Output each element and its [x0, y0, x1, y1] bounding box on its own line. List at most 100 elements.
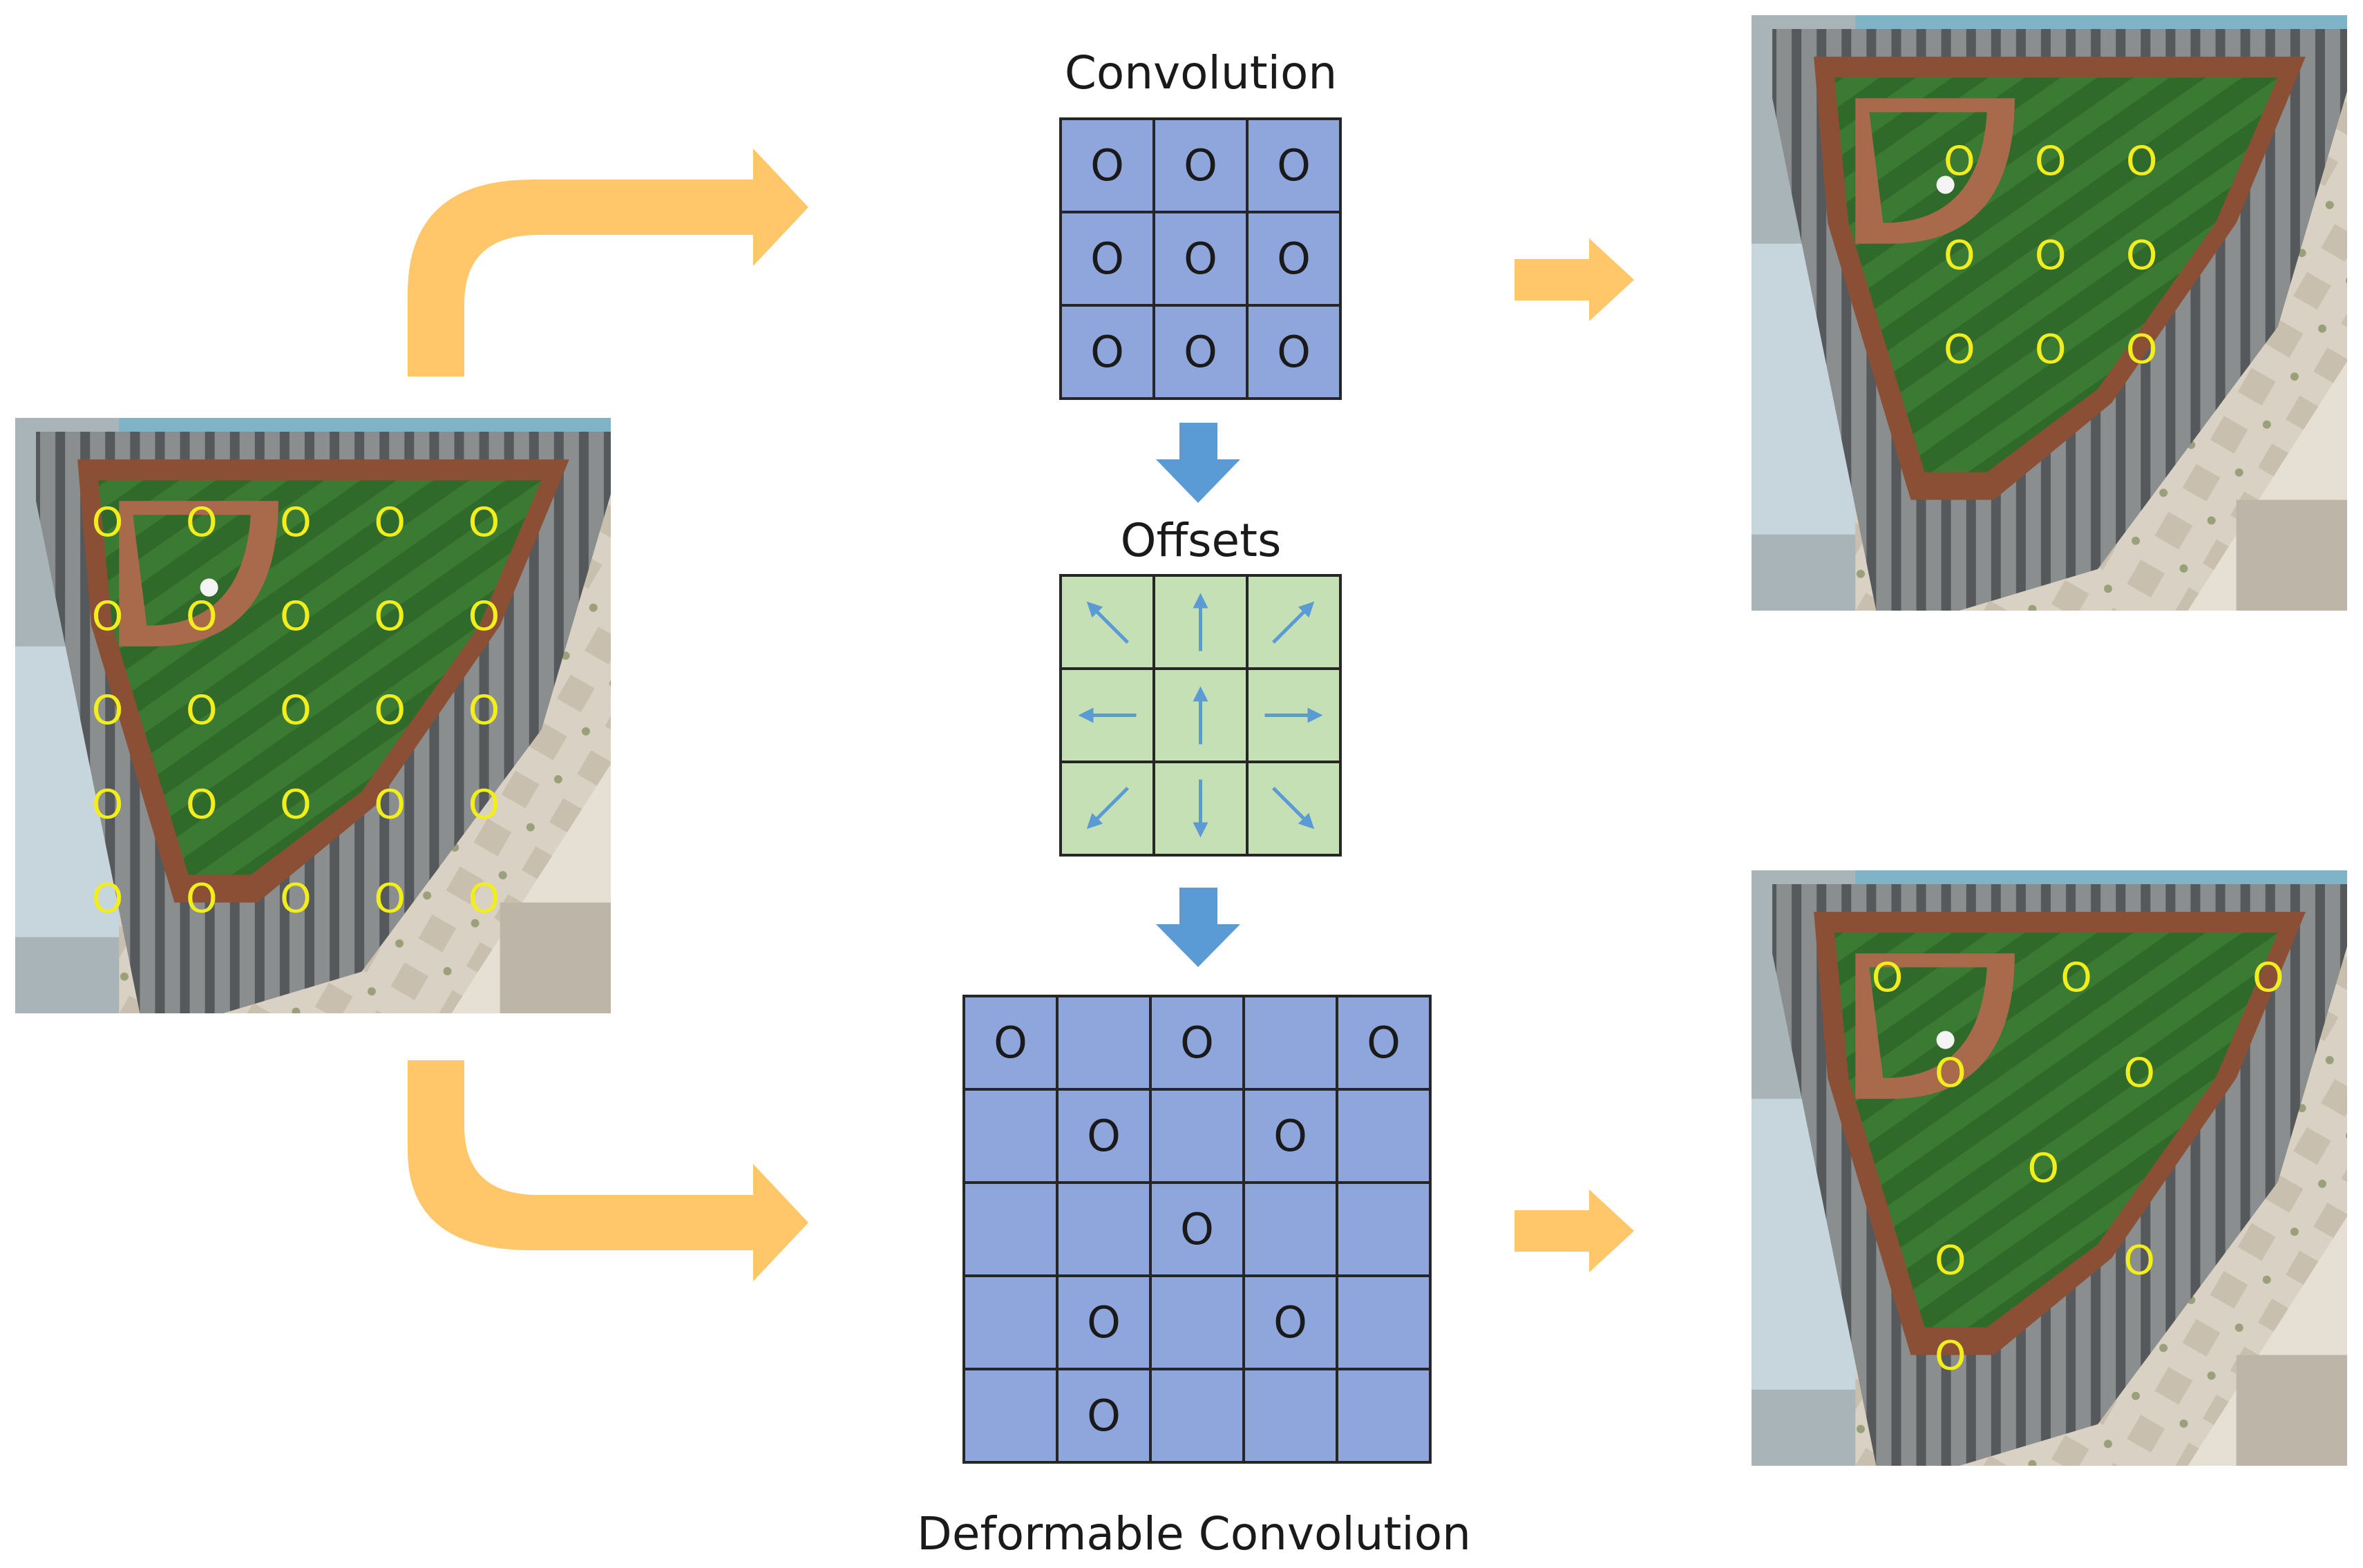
deform-marker-r2-c2: O — [1180, 1204, 1214, 1254]
offset-arrow-r1-c2 — [1264, 707, 1323, 723]
conv-marker-r1-c1: O — [1184, 233, 1217, 284]
img-input-marks-marker-4: O — [468, 499, 500, 546]
deform-cell-r2-c0 — [962, 1181, 1059, 1277]
conv-marker-r2-c0: O — [1090, 327, 1124, 377]
offset-arrow-r1-c0 — [1078, 707, 1137, 723]
conv-marker-r2-c1: O — [1184, 327, 1217, 377]
deform-marker-r1-c1: O — [1087, 1111, 1121, 1161]
deform-cell-r3-c3 — [1242, 1274, 1338, 1370]
offset-arrow-r2-c2 — [1272, 787, 1315, 830]
img-input-marks-marker-22: O — [280, 875, 312, 922]
img-input-marks-marker-5: O — [92, 593, 124, 640]
img-input-marks-marker-17: O — [280, 781, 312, 828]
img-deform-marks-marker-2: O — [2252, 954, 2284, 1001]
img-input-marks-marker-20: O — [92, 875, 124, 922]
deform-cell-r0-c3 — [1242, 995, 1338, 1091]
offset-arrow-r2-c0 — [1086, 787, 1129, 830]
offsets-grid — [1059, 574, 1342, 857]
img-input-marks-marker-15: O — [92, 781, 124, 828]
conv-marker-r1-c0: O — [1090, 233, 1124, 284]
deform-cell-r1-c4 — [1336, 1088, 1432, 1184]
down-arrow-to-offsets — [1156, 423, 1240, 503]
img-input-marks-marker-9: O — [468, 593, 500, 640]
conv-cell-r2-c2 — [1246, 304, 1342, 400]
deform-cell-r1-c2 — [1149, 1088, 1245, 1184]
offset-arrow-r0-c0 — [1086, 601, 1129, 644]
img-deform-marks-marker-3: O — [1935, 1049, 1966, 1096]
deform-marker-r0-c0: O — [994, 1017, 1027, 1068]
deform-cell-r2-c1 — [1056, 1181, 1152, 1277]
deform-cell-r4-c4 — [1336, 1368, 1432, 1464]
deformable-convolution-label: Deformable Convolution — [917, 1507, 1471, 1560]
flow-arrow-conv-output — [1515, 238, 1634, 321]
conv-marker-r0-c2: O — [1277, 140, 1311, 191]
img-input-marks-marker-3: O — [374, 499, 406, 546]
flow-arrow-to-deformable — [408, 1060, 808, 1281]
conv-marker-r0-c1: O — [1184, 140, 1217, 191]
deform-cell-r2-c2 — [1149, 1181, 1245, 1277]
img-input-marks-marker-2: O — [280, 499, 312, 546]
img-input-marks-marker-14: O — [468, 687, 500, 734]
deform-marker-r4-c1: O — [1087, 1390, 1121, 1441]
deform-cell-r0-c1 — [1056, 995, 1152, 1091]
img-conv-marks-marker-7: O — [2035, 326, 2067, 373]
img-conv-marks-marker-5: O — [2126, 231, 2158, 278]
deform-marker-r1-c3: O — [1273, 1111, 1307, 1161]
deform-marker-r0-c4: O — [1367, 1017, 1401, 1068]
img-input-marks-marker-23: O — [374, 875, 406, 922]
deform-cell-r4-c1 — [1056, 1368, 1152, 1464]
deform-cell-r1-c3 — [1242, 1088, 1338, 1184]
img-input-marks-marker-18: O — [374, 781, 406, 828]
img-input-marks-marker-16: O — [186, 781, 218, 828]
deform-cell-r0-c2 — [1149, 995, 1245, 1091]
img-input-marks-marker-1: O — [186, 499, 218, 546]
flow-arrow-to-convolution — [408, 149, 808, 376]
img-deform-marks-marker-7: O — [2123, 1237, 2155, 1284]
down-arrow-to-deformable — [1156, 888, 1240, 967]
img-conv-marks-marker-4: O — [2035, 231, 2067, 278]
img-input-marks-marker-12: O — [280, 687, 312, 734]
deform-marker-r0-c2: O — [1180, 1017, 1214, 1068]
img-input-marks-marker-6: O — [186, 593, 218, 640]
deform-cell-r4-c2 — [1149, 1368, 1245, 1464]
img-conv-marks-marker-2: O — [2126, 137, 2158, 184]
img-input-marks-marker-7: O — [280, 593, 312, 640]
conv-cell-r1-c2 — [1246, 211, 1342, 307]
img-input-marks-marker-0: O — [92, 499, 124, 546]
img-conv-marks-marker-0: O — [1944, 137, 1975, 184]
conv-marker-r2-c2: O — [1277, 327, 1311, 377]
deform-cell-r4-c0 — [962, 1368, 1059, 1464]
img-deform-marks-marker-1: O — [2060, 954, 2092, 1001]
offset-arrow-r2-c1 — [1193, 779, 1208, 838]
deform-cell-r1-c0 — [962, 1088, 1059, 1184]
deform-marker-r3-c3: O — [1273, 1297, 1307, 1348]
img-input-marks-marker-24: O — [468, 875, 500, 922]
img-deform-marks-marker-6: O — [1935, 1237, 1966, 1284]
conv-marker-r0-c0: O — [1090, 140, 1124, 191]
deform-cell-r2-c4 — [1336, 1181, 1432, 1277]
img-conv-marks-marker-3: O — [1944, 231, 1975, 278]
offset-arrow-r0-c1 — [1193, 593, 1208, 651]
img-deform-marks-marker-5: O — [2027, 1145, 2059, 1192]
deform-cell-r3-c2 — [1149, 1274, 1245, 1370]
deform-cell-r2-c3 — [1242, 1181, 1338, 1277]
img-input-marks-marker-8: O — [374, 593, 406, 640]
img-input-marks-marker-21: O — [186, 875, 218, 922]
conv-cell-r1-c1 — [1152, 211, 1249, 307]
conv-cell-r2-c1 — [1152, 304, 1249, 400]
deform-cell-r3-c4 — [1336, 1274, 1432, 1370]
deform-marker-r3-c1: O — [1087, 1297, 1121, 1348]
conv-marker-r1-c2: O — [1277, 233, 1311, 284]
img-input-marks-marker-10: O — [92, 687, 124, 734]
img-deform-marks-marker-8: O — [1935, 1332, 1966, 1379]
img-deform-marks-marker-0: O — [1872, 954, 1904, 1001]
